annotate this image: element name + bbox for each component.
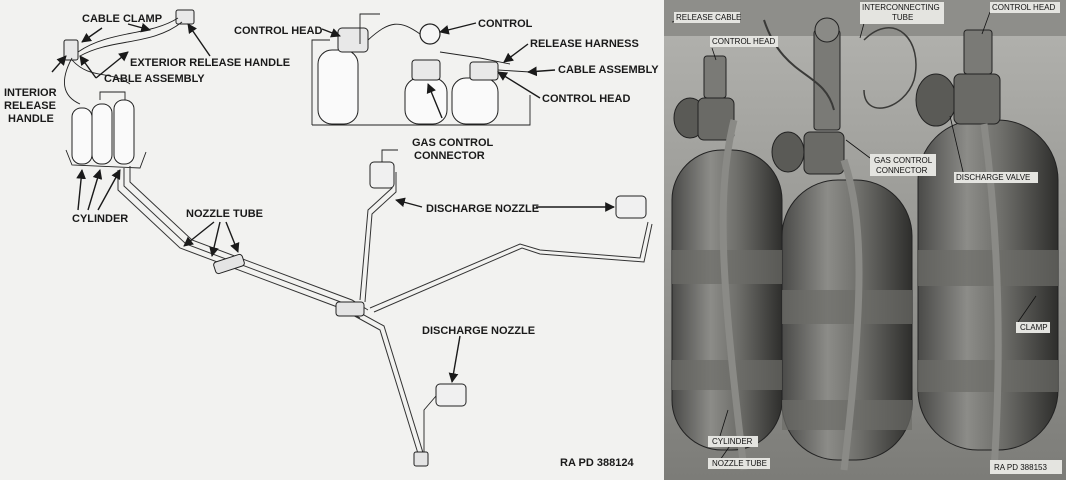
photo-label-interconnecting-1: INTERCONNECTING (862, 3, 940, 12)
photo-label-control-head-left: CONTROL HEAD (712, 37, 775, 46)
label-control-head-top: CONTROL HEAD (234, 25, 322, 37)
label-gas-control-2: CONNECTOR (414, 150, 485, 162)
label-gas-control-1: GAS CONTROL (412, 137, 494, 149)
label-interior-2: RELEASE (4, 100, 56, 112)
nozzle-piping (117, 149, 653, 467)
label-interior-1: INTERIOR (4, 87, 57, 99)
label-nozzle-tube: NOZZLE TUBE (186, 208, 263, 220)
photo-label-control-head-right: CONTROL HEAD (992, 3, 1055, 12)
right-discharge-nozzle (615, 195, 647, 219)
lower-discharge-nozzle (435, 383, 467, 407)
photo-label-interconnecting-2: TUBE (892, 13, 913, 22)
photo-label-gas-control-1: GAS CONTROL (874, 156, 933, 165)
photo-drawing: RELEASE CABLE INTERCONNECTING TUBE CONTR… (664, 0, 1066, 480)
photo-valves (673, 17, 1001, 175)
photo-label-clamp: CLAMP (1020, 323, 1048, 332)
label-exterior-release-handle: EXTERIOR RELEASE HANDLE (130, 57, 290, 69)
photo-label-gas-control-2: CONNECTOR (876, 166, 928, 175)
label-control: CONTROL (478, 18, 533, 30)
photo-label-nozzle-tube: NOZZLE TUBE (712, 459, 767, 468)
system-diagram: CABLE CLAMP INTERIOR RELEASE HANDLE EXTE… (0, 0, 664, 480)
label-interior-3: HANDLE (8, 113, 54, 125)
photo-label-cylinder: CYLINDER (712, 437, 753, 446)
label-cable-assembly-right: CABLE ASSEMBLY (558, 64, 659, 76)
label-cable-assembly-left: CABLE ASSEMBLY (104, 73, 205, 85)
photo-label-release-cable: RELEASE CABLE (676, 13, 741, 22)
leader-lines (51, 22, 615, 383)
label-cylinder: CYLINDER (72, 213, 128, 225)
cylinder-cluster (65, 91, 147, 169)
photo-tubes (719, 19, 1002, 471)
exterior-release-handle (175, 9, 195, 25)
photo-reference-number: RA PD 388153 (994, 463, 1047, 472)
pressure-gauge (419, 23, 441, 45)
photo-label-discharge-valve: DISCHARGE VALVE (956, 173, 1030, 182)
label-discharge-nozzle-lower: DISCHARGE NOZZLE (422, 325, 535, 337)
upper-discharge-nozzle (369, 161, 395, 189)
diagram-reference-number: RA PD 388124 (560, 457, 634, 469)
installation-photo: RELEASE CABLE INTERCONNECTING TUBE CONTR… (664, 0, 1066, 480)
release-cables (63, 9, 195, 105)
interior-release-handle (63, 39, 79, 61)
label-release-harness: RELEASE HARNESS (530, 38, 639, 50)
label-control-head-right: CONTROL HEAD (542, 93, 630, 105)
cylinder-inset (311, 13, 531, 126)
label-cable-clamp: CABLE CLAMP (82, 13, 162, 25)
label-discharge-nozzle-upper: DISCHARGE NOZZLE (426, 203, 539, 215)
diagram-drawing: CABLE CLAMP INTERIOR RELEASE HANDLE EXTE… (4, 9, 659, 469)
